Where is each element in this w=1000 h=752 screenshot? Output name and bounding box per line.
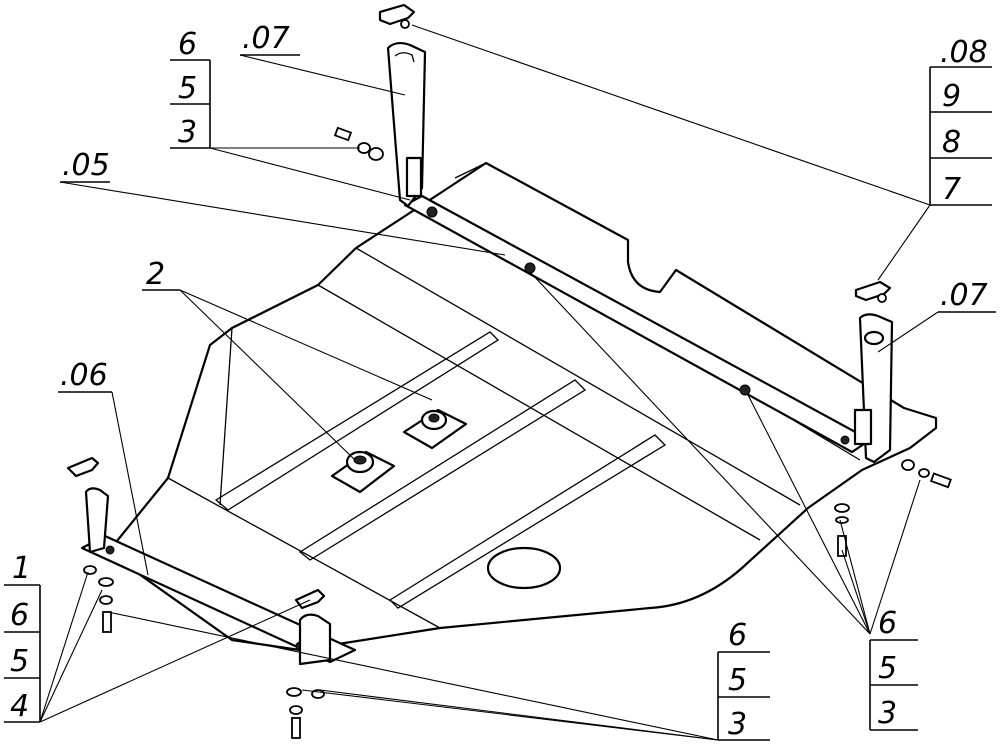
bracket-left-rear (386, 41, 427, 208)
callout-bottom-mid-stack: 6 5 3 (717, 618, 770, 742)
callout-label: 5 (178, 71, 197, 106)
callout-label: 4 (10, 689, 29, 724)
callout-label: 3 (878, 696, 897, 731)
callout-label: .07 (940, 278, 988, 313)
callout-right-code: .07 (938, 278, 996, 313)
bushing-lower (330, 450, 396, 494)
callout-left-stack: 1 6 5 4 (4, 551, 41, 724)
callout-top-left-code: .07 (240, 21, 300, 56)
callout-label: 3 (728, 707, 747, 742)
callout-label: 6 (10, 598, 29, 633)
callout-label: .06 (60, 358, 108, 393)
bolt-right (901, 459, 952, 489)
callout-label-2: 2 (142, 257, 180, 292)
callout-label: 8 (942, 125, 961, 160)
bolt-top-left (333, 126, 384, 161)
inspection-hole (486, 546, 562, 590)
bolt-right-front (286, 687, 325, 739)
callout-label: 6 (728, 618, 747, 653)
callout-label: .08 (940, 35, 988, 70)
callout-label: 5 (878, 651, 897, 686)
callout-label: 6 (878, 606, 897, 641)
callout-label: 9 (942, 79, 961, 114)
callout-code-06: .06 (58, 358, 112, 393)
callout-label: 2 (146, 257, 165, 292)
callout-top-left-stack: 6 5 3 (170, 27, 211, 150)
callout-bottom-right-stack: 6 5 3 (869, 606, 918, 731)
callout-label: 3 (178, 115, 197, 150)
leader-lines (39, 24, 939, 741)
bolt-right-down (834, 503, 850, 557)
clip-left-front (66, 456, 100, 478)
bracket-right-front (298, 613, 332, 666)
clip-top (378, 3, 416, 29)
callout-label: 7 (942, 172, 961, 207)
callout-label: 5 (10, 644, 29, 679)
clip-right (854, 280, 892, 303)
bolt-left-front (83, 565, 114, 633)
callout-code-05: .05 (60, 148, 110, 183)
callout-label: 1 (12, 551, 31, 586)
callout-top-right-stack: .08 9 8 7 (929, 35, 992, 207)
callout-label: .05 (62, 148, 110, 183)
bracket-right-rear (853, 313, 894, 464)
skid-plate (106, 161, 938, 652)
bracket-left-front (84, 487, 110, 554)
callout-label: 6 (178, 27, 197, 62)
callout-label: 5 (728, 663, 747, 698)
callout-label: .07 (242, 21, 290, 56)
bushing-upper (402, 408, 468, 450)
